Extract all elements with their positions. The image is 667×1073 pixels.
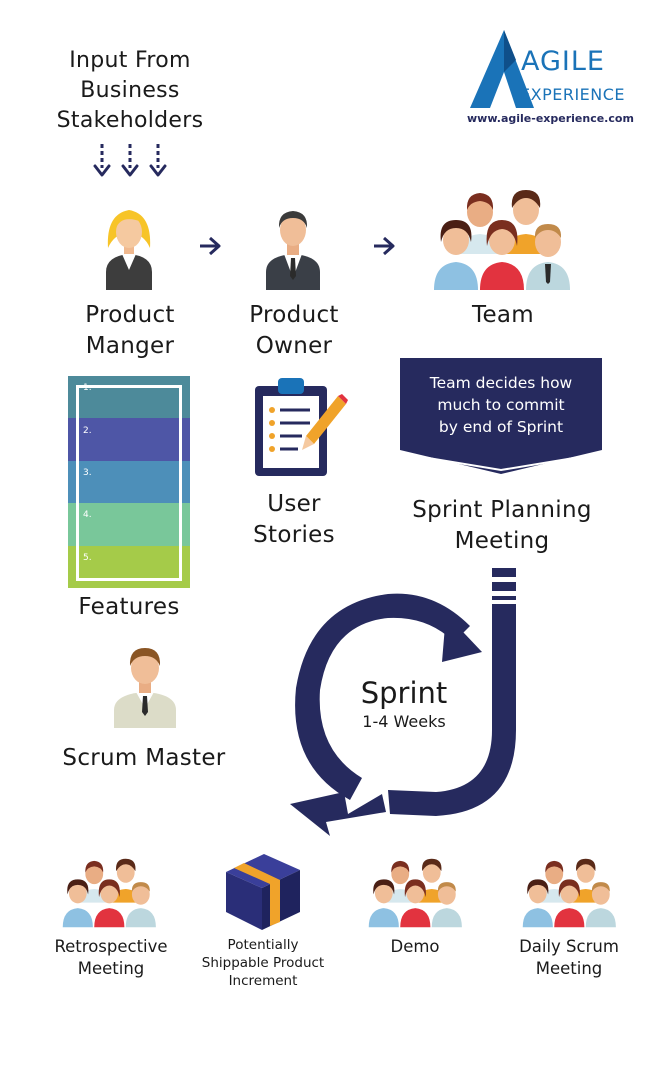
feature-band: 1.: [68, 376, 190, 419]
box-icon: [226, 854, 300, 930]
clipboard-icon: [255, 378, 348, 476]
increment-label: Potentially Shippable Product Increment: [201, 937, 325, 989]
daily-scrum-team-icon: [522, 858, 616, 928]
feature-item-number: 3.: [83, 467, 92, 478]
retrospective-team-icon: [62, 858, 156, 928]
team-group-icon: [434, 190, 570, 290]
logo-line2: EXPERIENCE: [520, 85, 626, 104]
scrum-master-person-icon: [114, 648, 176, 728]
logo-line1: AGILE: [521, 46, 605, 77]
logo-triangle-icon: [470, 30, 534, 108]
agile-experience-logo: AGILE EXPERIENCE www.agile-experience.co…: [465, 30, 635, 130]
product-owner-person-icon: [266, 211, 320, 290]
feature-band: 2.: [68, 418, 190, 461]
team-label: Team: [472, 302, 534, 328]
logo-url[interactable]: www.agile-experience.com: [467, 112, 634, 125]
features-panel: 1. 2. 3. 4. 5.: [68, 376, 190, 588]
sprint-title: Sprint: [360, 676, 448, 710]
feature-item-number: 5.: [83, 552, 92, 563]
retrospective-label: Retrospective Meeting: [54, 937, 168, 978]
sprint-duration: 1-4 Weeks: [362, 712, 446, 731]
feature-item-number: 4.: [83, 510, 92, 521]
product-manager-label: Product Manger: [85, 302, 175, 359]
pencil-icon: [302, 394, 348, 450]
feature-band: 4.: [68, 503, 190, 546]
user-stories-label: User Stories: [253, 491, 335, 548]
scrum-master-label: Scrum Master: [62, 745, 226, 771]
product-owner-label: Product Owner: [249, 302, 339, 359]
planning-banner: [400, 358, 602, 474]
cycle-arrow-icon: [290, 568, 516, 836]
sprint-planning-label: Sprint Planning Meeting: [412, 497, 592, 554]
right-arrow-icon: [200, 236, 221, 256]
down-arrow-icon: [93, 144, 167, 177]
feature-item-number: 1.: [83, 383, 92, 394]
demo-label: Demo: [390, 937, 440, 956]
planning-banner-text: Team decides how much to commit by end o…: [429, 374, 573, 436]
features-bands: 1. 2. 3. 4. 5.: [68, 376, 190, 588]
feature-item-number: 2.: [83, 425, 92, 436]
stakeholders-input-text: Input From Business Stakeholders: [56, 48, 204, 133]
product-manager-person-icon: [106, 210, 152, 290]
demo-team-icon: [368, 858, 462, 928]
right-arrow-icon: [374, 236, 395, 256]
feature-band: 3.: [68, 460, 190, 504]
features-label: Features: [78, 594, 180, 620]
daily-scrum-label: Daily Scrum Meeting: [519, 937, 619, 978]
